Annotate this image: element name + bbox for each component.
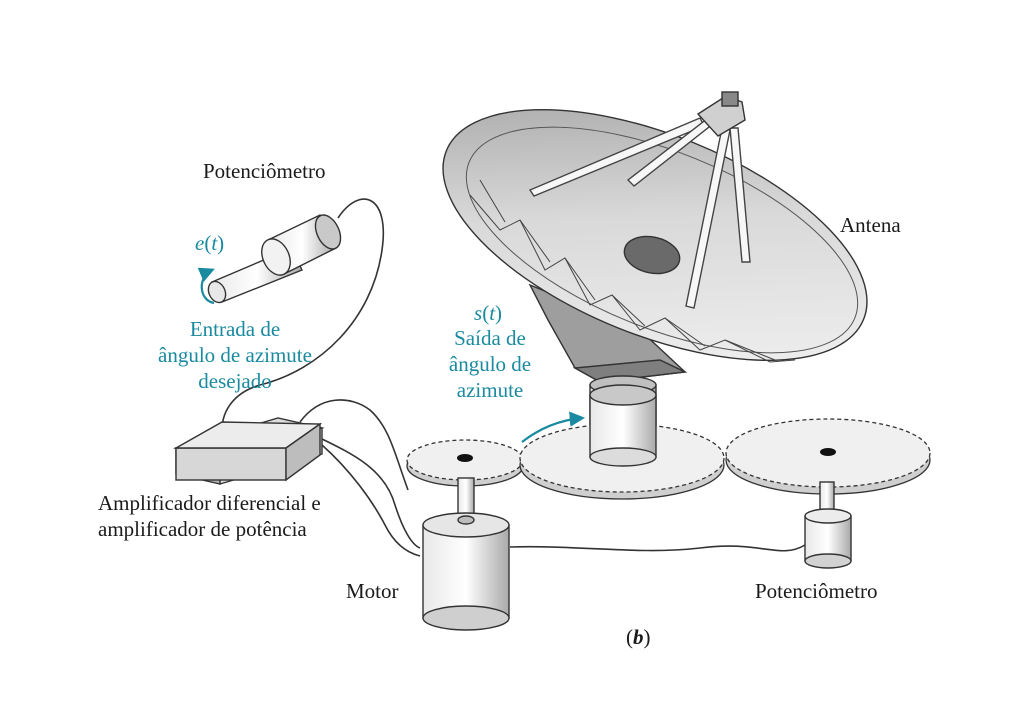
figure-tag: (b): [626, 625, 651, 649]
figure-tag-letter: b: [633, 625, 644, 649]
motor: [422, 477, 510, 631]
input-label-line3: desejado: [198, 369, 272, 393]
bottom-potentiometer-label: Potenciômetro: [755, 579, 878, 603]
output-label-line1: Saída de: [454, 326, 526, 350]
feed-horn: [696, 91, 746, 137]
dish-rim-truss: [469, 179, 796, 363]
feed-struts: [528, 114, 751, 309]
antenna-label: Antena: [840, 213, 901, 237]
output-label-line3: azimute: [456, 378, 524, 402]
wire-amplifier-to-motor-b: [321, 444, 421, 557]
output-potentiometer: [804, 481, 852, 569]
azimuth-output-label: Saída de ângulo de azimute: [430, 325, 550, 403]
output-label-line2: ângulo de: [448, 352, 532, 376]
amplifier-label: Amplificador diferencial e amplificador …: [98, 490, 321, 542]
output-rotation-arrow: [521, 411, 586, 443]
amplifier-label-line2: amplificador de potência: [98, 517, 307, 541]
input-label-line1: Entrada de: [189, 317, 281, 341]
input-rotation-arrow: [197, 267, 215, 305]
s-t-label: s(t): [474, 301, 503, 325]
motor-label: Motor: [346, 579, 399, 603]
antenna-dish: [442, 108, 868, 362]
wire-amplifier-to-motor-a: [319, 437, 421, 549]
input-potentiometer: [207, 214, 342, 304]
e-t-argument: t: [211, 231, 218, 255]
gears: [406, 418, 931, 500]
amplifier-box: [173, 417, 325, 485]
input-label-line2: ângulo de azimute: [158, 343, 312, 367]
right-gear: [725, 418, 931, 495]
top-potentiometer-label: Potenciômetro: [203, 159, 326, 183]
dish-feed-disk: [623, 235, 681, 275]
antenna: [442, 91, 868, 463]
s-t-argument: t: [489, 301, 496, 325]
e-t-symbol: e: [195, 231, 205, 255]
amplifier-label-line1: Amplificador diferencial e: [98, 491, 321, 515]
e-t-label: e(t): [195, 231, 225, 255]
wire-amplifier-to-feedback-pot: [299, 399, 409, 491]
s-t-symbol: s: [474, 301, 483, 325]
wires: [221, 198, 806, 557]
desired-azimuth-input-label: Entrada de ângulo de azimute desejado: [130, 316, 340, 394]
antenna-base-front: [589, 384, 657, 467]
wire-input-pot-to-amplifier: [221, 198, 385, 431]
wire-motor-to-bottom-pot: [509, 544, 806, 552]
